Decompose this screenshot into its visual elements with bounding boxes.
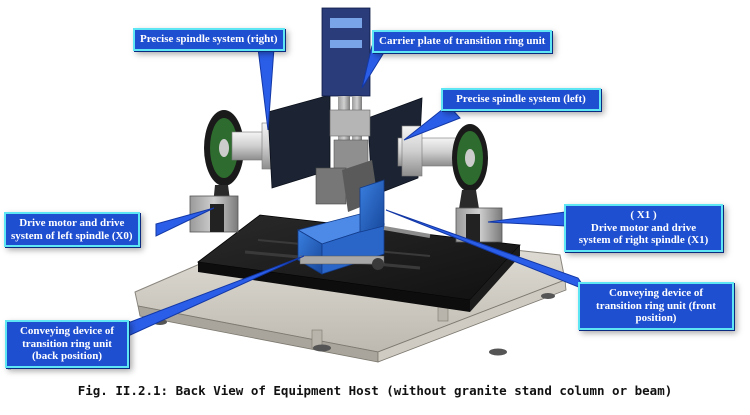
leader-lines — [119, 45, 588, 337]
conveying-device — [296, 179, 431, 275]
callout-line: position) — [635, 312, 677, 324]
callout-line: Conveying device of — [608, 287, 704, 299]
callout-line: Drive motor and drive — [19, 217, 125, 229]
callout-line: Precise spindle system (right) — [140, 33, 278, 45]
corner-mark: ⊙ — [7, 365, 12, 372]
callout-conveying-front: Conveying device of transition ring unit… — [578, 282, 734, 330]
callout-line: Carrier plate of transition ring unit — [379, 35, 546, 47]
callout-line: (back position) — [32, 350, 102, 362]
callout-line: ( X1 ) — [630, 209, 657, 221]
callout-line: system of right spindle (X1) — [578, 234, 709, 246]
callout-drive-motor-left: Drive motor and drive system of left spi… — [4, 212, 140, 247]
callout-line: Precise spindle system (left) — [456, 93, 586, 105]
left-drive-assembly — [189, 94, 331, 233]
callout-line: transition ring unit (front — [596, 299, 716, 312]
callout-line: system of left spindle (X0) — [11, 229, 133, 242]
figure-caption: Fig. II.2.1: Back View of Equipment Host… — [77, 383, 673, 398]
callout-conveying-back: Conveying device of transition ring unit… — [5, 320, 129, 368]
callout-carrier-plate: Carrier plate of transition ring unit — [372, 30, 553, 53]
callout-precise-spindle-left: Precise spindle system (left) — [441, 88, 601, 111]
callout-line: transition ring unit — [22, 337, 112, 350]
callout-line: Drive motor and drive — [590, 221, 697, 234]
callout-line: Conveying device of — [19, 325, 115, 337]
right-drive-assembly — [367, 97, 503, 243]
callout-precise-spindle-right: Precise spindle system (right) — [133, 28, 285, 51]
callout-drive-motor-right: ( X1 ) Drive motor and drive system of r… — [564, 204, 723, 252]
transition-ring-carrier — [315, 7, 378, 212]
